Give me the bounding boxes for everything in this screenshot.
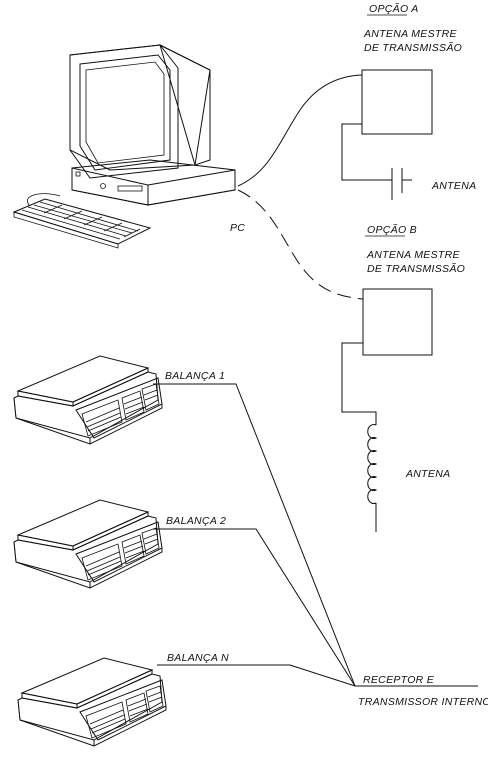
option-a-antenna-line2: DE TRANSMISSÃO [364,41,462,54]
option-b-antenna-icon [341,342,378,532]
scale-1-icon [13,355,163,445]
option-a-antenna-line1: ANTENA MESTRE [363,28,457,40]
option-b-antenna-label: ANTENA [405,468,450,480]
option-b-title: OPÇÃO B [367,223,417,236]
pc-to-option-b-cable [237,189,364,300]
scale-1-label: BALANÇA 1 [165,370,225,382]
option-b-antenna-line2: DE TRANSMISSÃO [367,262,465,275]
scale-2-label: BALANÇA 2 [166,515,226,527]
pc-label: PC [230,222,245,234]
scale-2-icon [13,499,163,589]
pc-computer-icon [12,44,236,249]
option-b-antenna-line1: ANTENA MESTRE [366,249,460,261]
option-a-title: OPÇÃO A [369,2,419,15]
receiver-label-line2: TRANSMISSOR INTERNO [358,696,488,708]
receiver-label-line1: RECEPTOR E [363,674,435,686]
scale-2-link [153,528,356,687]
option-a-antenna-label: ANTENA [431,180,476,192]
scale-1-link [153,383,356,687]
option-a-master-antenna-box [361,69,433,135]
scale-n-icon [17,657,167,747]
scale-n-link [157,664,478,687]
pc-to-option-a-cable [237,74,363,187]
option-a-antenna-icon [341,123,412,200]
option-b-master-antenna-box [362,288,433,356]
scale-n-label: BALANÇA N [167,652,229,664]
